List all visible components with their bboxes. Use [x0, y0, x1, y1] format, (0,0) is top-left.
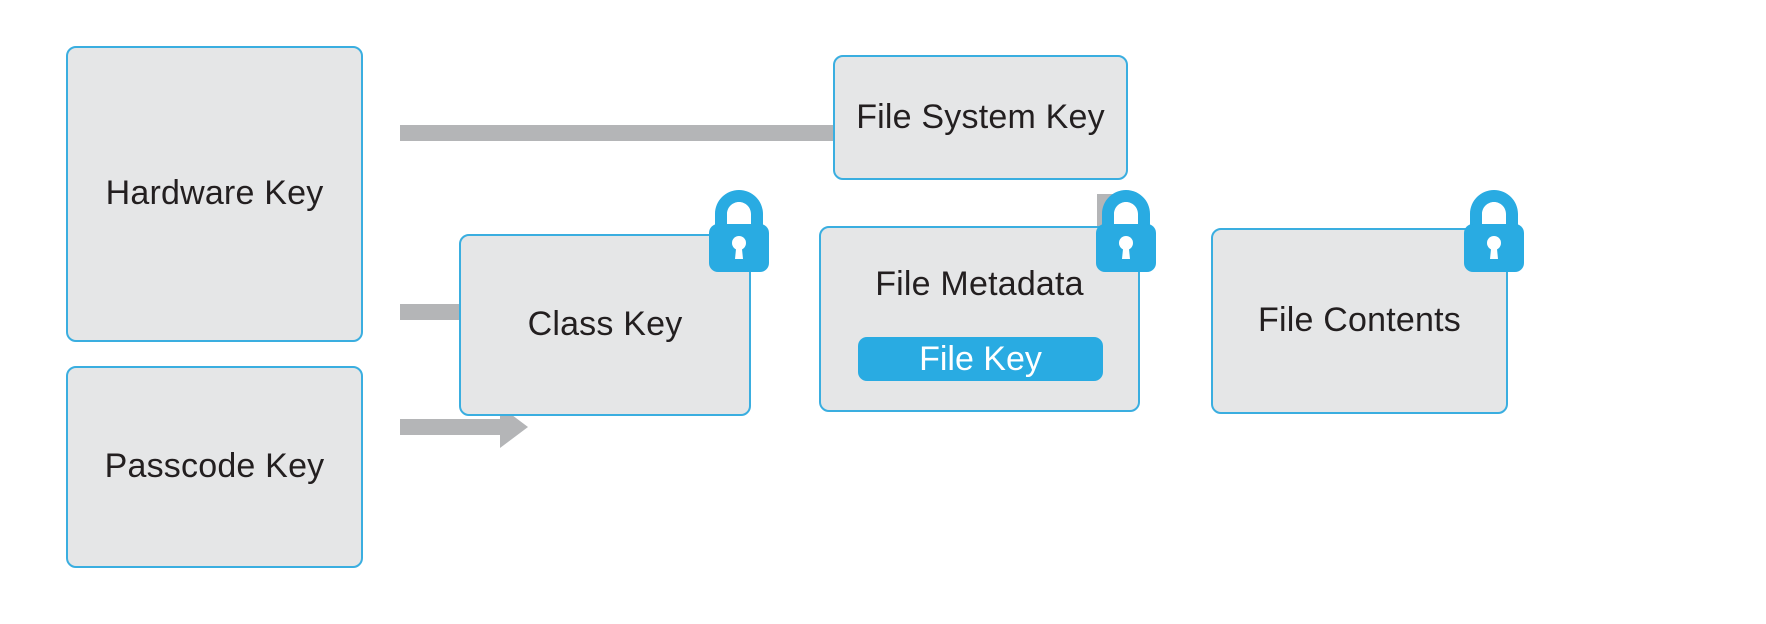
node-file-contents[interactable]: File Contents [1211, 228, 1508, 414]
node-label: Class Key [527, 305, 683, 344]
arrow-shaft [400, 125, 917, 141]
node-label: File System Key [856, 97, 1105, 136]
lock-icon [1460, 188, 1528, 274]
node-file-system-key[interactable]: File System Key [833, 55, 1128, 180]
node-label: Hardware Key [105, 174, 324, 213]
node-label: File Key [919, 339, 1042, 378]
node-file-metadata[interactable]: File Metadata [819, 226, 1140, 412]
node-file-key[interactable]: File Key [858, 337, 1103, 381]
arrow-shaft [400, 419, 500, 435]
node-label: File Metadata [875, 265, 1084, 303]
node-label: Passcode Key [104, 447, 325, 486]
lock-icon [1092, 188, 1160, 274]
node-label: File Contents [1258, 301, 1461, 340]
node-hardware-key[interactable]: Hardware Key [66, 46, 363, 342]
node-class-key[interactable]: Class Key [459, 234, 751, 416]
lock-icon [705, 188, 773, 274]
node-passcode-key[interactable]: Passcode Key [66, 366, 363, 568]
